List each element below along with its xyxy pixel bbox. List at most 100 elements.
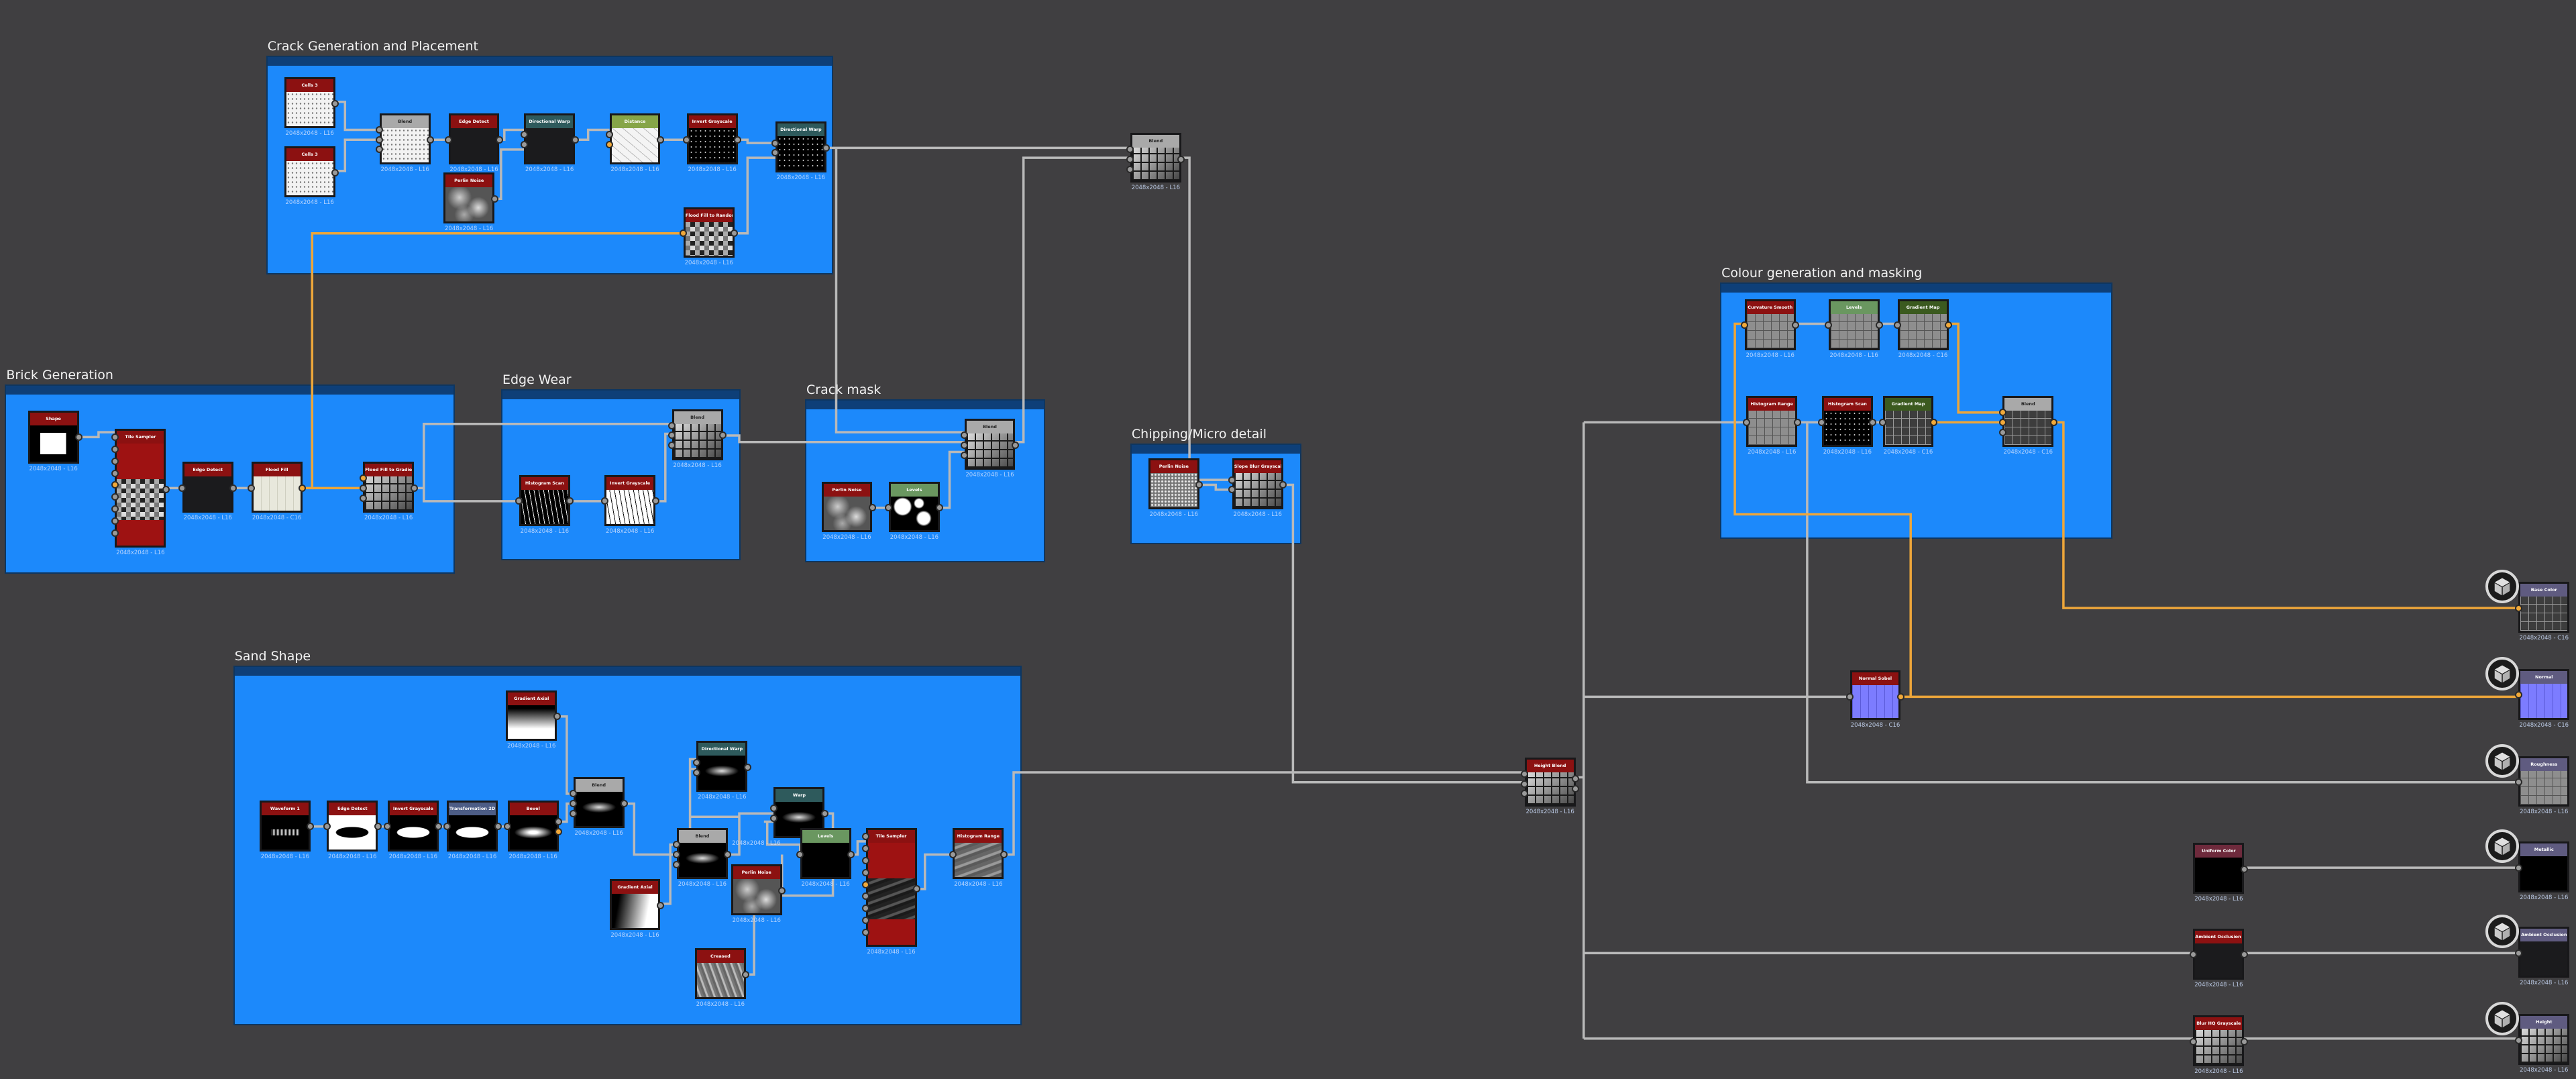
input-port[interactable] bbox=[445, 136, 453, 144]
wire-grayscale-connection[interactable] bbox=[1015, 156, 1130, 444]
output-port[interactable] bbox=[2240, 866, 2248, 874]
output-port[interactable] bbox=[75, 433, 83, 441]
input-port[interactable] bbox=[515, 497, 523, 505]
output-port[interactable] bbox=[724, 850, 732, 858]
input-port[interactable] bbox=[111, 517, 119, 525]
wire-grayscale-connection[interactable] bbox=[557, 715, 574, 795]
wire-grayscale-connection[interactable] bbox=[1199, 483, 1232, 491]
output-node-normal[interactable]: Normal bbox=[2518, 668, 2570, 720]
output-port[interactable] bbox=[229, 484, 237, 492]
output-cube-icon[interactable] bbox=[2485, 656, 2519, 690]
input-port[interactable] bbox=[862, 917, 870, 925]
frame-header[interactable] bbox=[267, 57, 832, 66]
input-port[interactable] bbox=[443, 823, 451, 831]
input-port[interactable] bbox=[1228, 486, 1236, 494]
node-gradient-axial[interactable]: Gradient Axial bbox=[506, 690, 557, 741]
input-port[interactable] bbox=[862, 856, 870, 864]
input-port[interactable] bbox=[692, 758, 700, 766]
output-port[interactable] bbox=[847, 850, 855, 858]
node-invert-grayscale[interactable]: Invert Grayscale bbox=[686, 113, 738, 164]
wire-grayscale-connection[interactable] bbox=[333, 101, 380, 132]
output-port[interactable] bbox=[1896, 692, 1904, 701]
input-port[interactable] bbox=[384, 823, 392, 831]
wire-grayscale-connection[interactable] bbox=[78, 431, 115, 439]
output-node-roughness[interactable]: Roughness bbox=[2518, 756, 2570, 807]
input-port[interactable] bbox=[359, 474, 367, 482]
output-port[interactable] bbox=[2240, 951, 2248, 959]
output-port[interactable] bbox=[374, 823, 382, 831]
input-port[interactable] bbox=[111, 529, 119, 537]
input-port[interactable] bbox=[1126, 165, 1134, 173]
output-port[interactable] bbox=[331, 99, 339, 107]
node-perlin-noise[interactable]: Perlin Noise bbox=[821, 481, 873, 533]
node-waveform-1[interactable]: Waveform 1 bbox=[259, 800, 311, 852]
input-port[interactable] bbox=[961, 442, 969, 450]
node-bevel[interactable]: Bevel bbox=[507, 800, 559, 852]
input-port[interactable] bbox=[949, 850, 957, 858]
input-port[interactable] bbox=[683, 136, 691, 144]
output-port[interactable] bbox=[1279, 480, 1287, 489]
output-port[interactable] bbox=[1195, 480, 1203, 489]
wire-grayscale-connection[interactable] bbox=[1283, 483, 1525, 784]
input-port[interactable] bbox=[680, 229, 688, 238]
output-port[interactable] bbox=[742, 970, 750, 978]
input-port[interactable] bbox=[1521, 780, 1529, 788]
frame-header[interactable] bbox=[1131, 445, 1300, 454]
node-distance[interactable]: Distance bbox=[609, 113, 661, 164]
node-blend[interactable]: Blend bbox=[379, 113, 431, 164]
node-blend[interactable]: Blend bbox=[1130, 133, 1181, 183]
node-cells-3[interactable]: Cells 3 bbox=[284, 77, 335, 128]
node-invert-grayscale[interactable]: Invert Grayscale bbox=[604, 474, 656, 526]
input-port[interactable] bbox=[769, 805, 777, 813]
node-blend[interactable]: Blend bbox=[676, 828, 728, 880]
node-directional-warp[interactable]: Directional Warp bbox=[524, 113, 576, 164]
output-port[interactable] bbox=[553, 713, 561, 721]
node-directional-warp[interactable]: Directional Warp bbox=[696, 741, 748, 792]
node-edge-detect[interactable]: Edge Detect bbox=[448, 113, 500, 164]
output-node-metallic[interactable]: Metallic bbox=[2518, 841, 2570, 892]
output-port[interactable] bbox=[162, 486, 170, 494]
output-port[interactable] bbox=[2240, 1038, 2248, 1046]
output-port[interactable] bbox=[656, 136, 664, 144]
wire-grayscale-connection[interactable] bbox=[423, 488, 519, 503]
node-blur-hq-grayscale[interactable]: Blur HQ Grayscale bbox=[2193, 1015, 2245, 1067]
output-cube-icon[interactable] bbox=[2485, 569, 2519, 603]
output-port[interactable] bbox=[555, 827, 563, 835]
input-port[interactable] bbox=[862, 929, 870, 937]
node-invert-grayscale[interactable]: Invert Grayscale bbox=[387, 800, 439, 852]
input-port[interactable] bbox=[1126, 156, 1134, 164]
input-port[interactable] bbox=[1879, 418, 1887, 426]
frame-header[interactable] bbox=[806, 401, 1044, 410]
output-port[interactable] bbox=[435, 823, 443, 831]
wire-grayscale-connection[interactable] bbox=[575, 128, 610, 141]
node-height-blend[interactable]: Height Blend bbox=[1524, 757, 1576, 807]
input-port[interactable] bbox=[520, 131, 528, 139]
input-port[interactable] bbox=[771, 149, 780, 157]
input-port[interactable] bbox=[1846, 692, 1854, 701]
input-port[interactable] bbox=[862, 892, 870, 901]
node-warp[interactable]: Warp bbox=[773, 787, 825, 838]
input-port[interactable] bbox=[668, 431, 676, 440]
input-port[interactable] bbox=[673, 841, 681, 849]
output-port[interactable] bbox=[1929, 418, 1937, 426]
input-port[interactable] bbox=[961, 451, 969, 459]
output-port[interactable] bbox=[743, 764, 751, 772]
input-port[interactable] bbox=[376, 146, 384, 154]
input-port[interactable] bbox=[2514, 949, 2522, 957]
node-creased[interactable]: Creased bbox=[694, 948, 746, 999]
output-port[interactable] bbox=[571, 136, 579, 144]
input-port[interactable] bbox=[796, 850, 804, 858]
input-port[interactable] bbox=[111, 457, 119, 465]
frame-crack-generation-and-placement[interactable] bbox=[266, 56, 833, 274]
input-port[interactable] bbox=[2514, 864, 2522, 872]
node-gradient-axial[interactable]: Gradient Axial bbox=[609, 879, 661, 931]
input-port[interactable] bbox=[111, 433, 119, 441]
node-gradient-map[interactable]: Gradient Map bbox=[1882, 396, 1934, 448]
input-port[interactable] bbox=[1998, 409, 2006, 417]
output-port[interactable] bbox=[490, 195, 498, 203]
output-port[interactable] bbox=[410, 484, 418, 492]
node-perlin-noise[interactable]: Perlin Noise bbox=[731, 864, 782, 916]
output-cube-icon[interactable] bbox=[2485, 829, 2519, 863]
wire-grayscale-connection[interactable] bbox=[734, 156, 775, 235]
output-port[interactable] bbox=[1869, 418, 1877, 426]
